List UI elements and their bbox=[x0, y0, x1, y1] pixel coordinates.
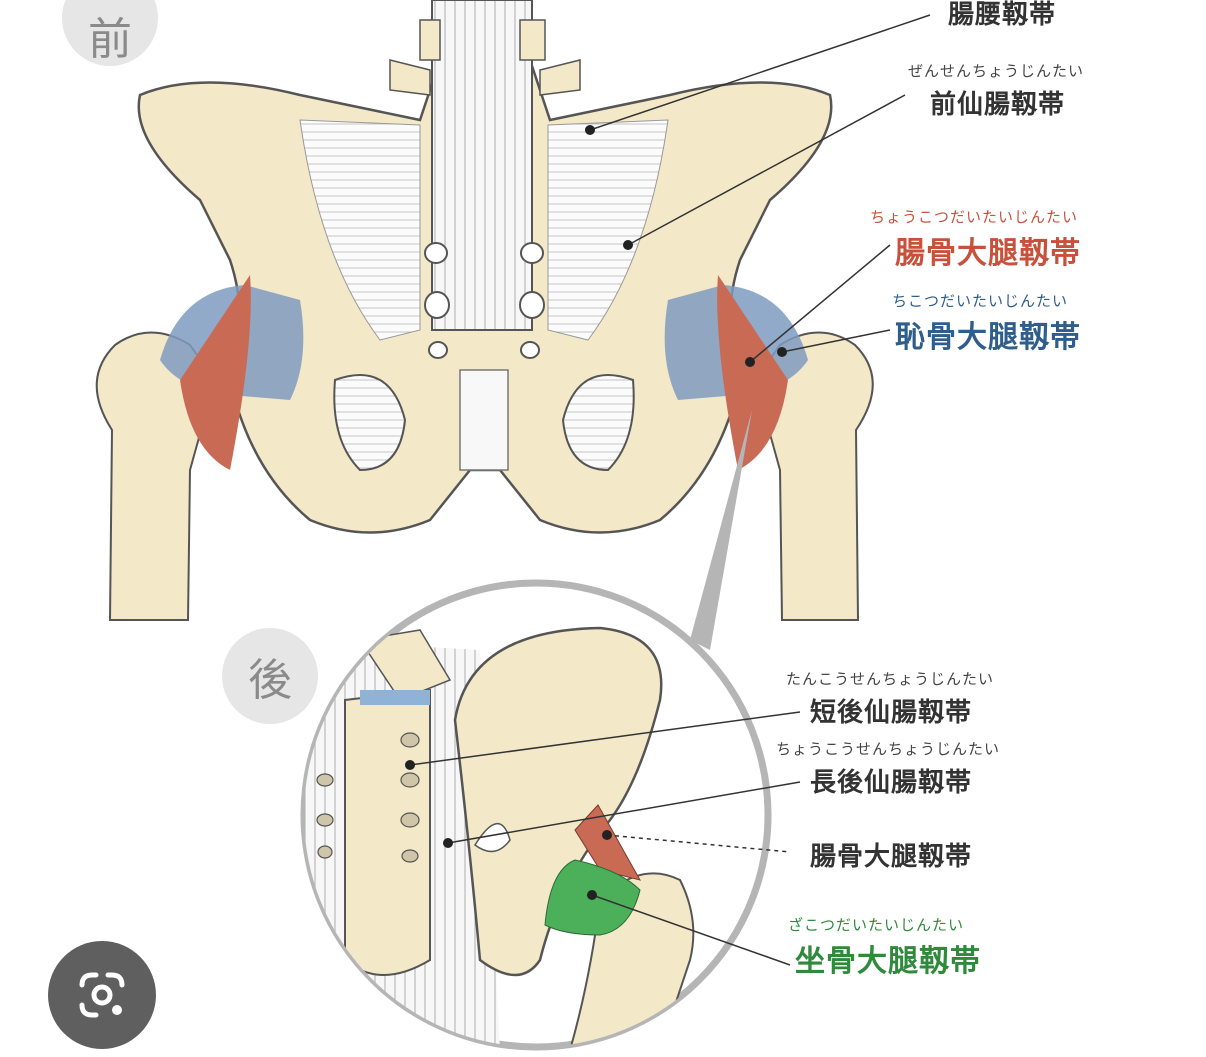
back-view-badge: 後 bbox=[222, 628, 318, 724]
anterior-sacroiliac-right bbox=[547, 119, 669, 341]
label-iliolumbar: 腸腰靱帯 bbox=[948, 0, 1057, 30]
iliofemoral-right bbox=[717, 275, 788, 470]
sacrum-back bbox=[344, 688, 431, 976]
label-anterior-sacroiliac: 前仙腸靱帯 bbox=[930, 90, 1066, 120]
label-iliofemoral-front: 腸骨大腿靱帯 bbox=[895, 236, 1081, 271]
ilium-back bbox=[453, 626, 663, 977]
label-ischiofemoral: 坐骨大腿靱帯 bbox=[795, 944, 981, 979]
ruby-pubofemoral: ちこつだいたいじんたい bbox=[892, 292, 1069, 310]
ruby-long-posterior-sacroiliac: ちょうこうせんちょうじんたい bbox=[776, 740, 1001, 758]
label-short-posterior-sacroiliac: 短後仙腸靱帯 bbox=[810, 698, 973, 728]
iliofemoral-left bbox=[180, 275, 251, 470]
anterior-sacroiliac-left bbox=[299, 119, 421, 341]
label-long-posterior-sacroiliac: 長後仙腸靱帯 bbox=[810, 768, 973, 798]
spine bbox=[431, 0, 533, 331]
camera-lens-icon bbox=[79, 972, 125, 1018]
label-iliofemoral-back: 腸骨大腿靱帯 bbox=[810, 842, 973, 872]
ruby-anterior-sacroiliac: ぜんせんちょうじんたい bbox=[908, 62, 1085, 80]
back-view-label: 後 bbox=[248, 655, 292, 706]
ruby-iliofemoral-front: ちょうこつだいたいじんたい bbox=[870, 208, 1079, 226]
lens-button[interactable] bbox=[48, 941, 156, 1049]
front-view-label: 前 bbox=[88, 14, 132, 65]
iliofemoral-back bbox=[574, 804, 642, 881]
ruby-short-posterior-sacroiliac: たんこうせんちょうじんたい bbox=[786, 670, 995, 688]
ruby-ischiofemoral: ざこつだいたいじんたい bbox=[788, 916, 965, 934]
label-pubofemoral: 恥骨大腿靱帯 bbox=[895, 320, 1081, 355]
